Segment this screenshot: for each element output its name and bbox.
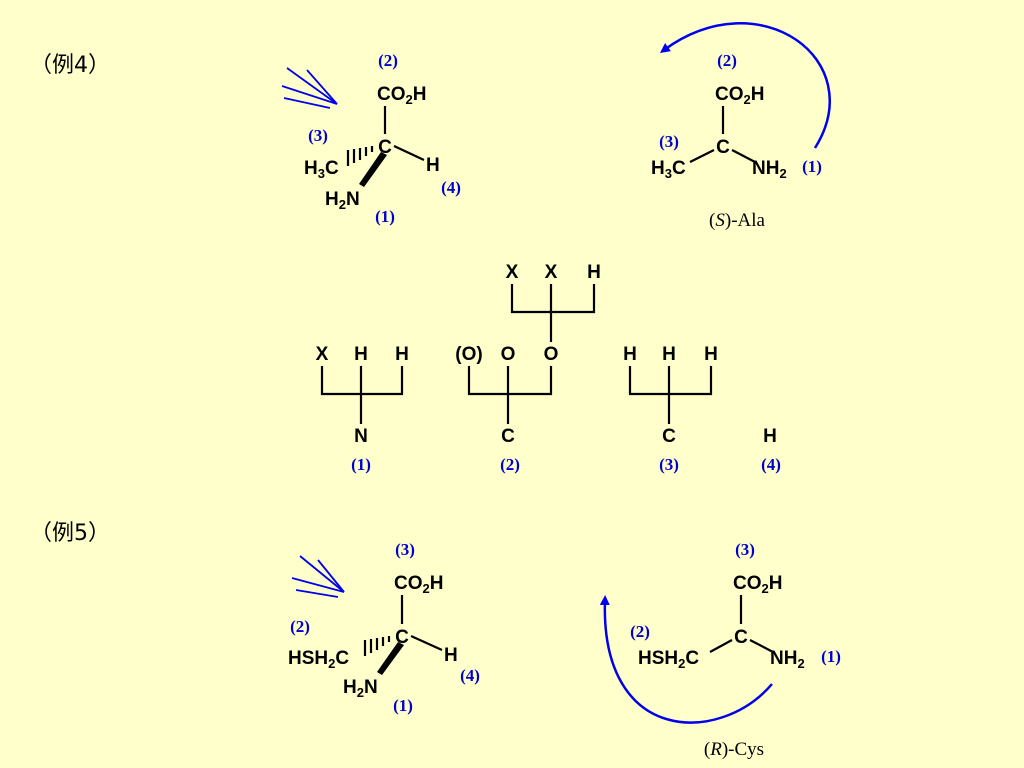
tree-ch3-leaf: H [623, 344, 637, 365]
tree-ch3-prio: (3) [659, 455, 679, 474]
rotation-arrow-clockwise [599, 595, 773, 724]
tree-ch3-root: C [662, 426, 676, 447]
ex4-l-left-prio: (3) [308, 126, 328, 145]
tree-n-prio: (1) [351, 455, 371, 474]
tree-ch3-leaf: H [704, 344, 718, 365]
ex4-l-right-group: H [426, 155, 440, 176]
ex4-projection-structure: (2) CO2H C (3) H3C NH2 (1) (S)-Ala [651, 22, 831, 231]
tree-n-root: N [354, 426, 368, 447]
ex4-l-top-group: CO2H [377, 84, 426, 107]
ex5-l-top-group: CO2H [394, 573, 443, 596]
tree-n-leaf: H [354, 344, 368, 365]
tree-h-prio: (4) [761, 455, 781, 474]
rotation-arrow-counterclockwise [659, 22, 831, 149]
wedge-bond [377, 642, 404, 675]
example4-label: （例4） [30, 53, 110, 78]
wedge-bond [359, 152, 387, 187]
tree-c-subleaf: X [506, 262, 519, 283]
tree-n-leaf: H [395, 344, 409, 365]
ex5-l-left-group: HSH2C [288, 648, 349, 671]
ex4-r-center: C [716, 137, 730, 158]
ex4-l-bottom-prio: (1) [375, 207, 395, 226]
tree-n-branch: X H H N (1) [316, 344, 409, 474]
tree-c-branch: X X H (O) O O C (2) [455, 262, 601, 474]
ex5-r-top-prio: (3) [735, 540, 755, 559]
ex5-l-left-prio: (2) [290, 617, 310, 636]
ex5-l-right-group: H [444, 645, 458, 666]
ex4-r-right-prio: (1) [802, 157, 822, 176]
hashed-bond [346, 146, 374, 166]
tree-ch3-leaf: H [662, 344, 676, 365]
ex4-priority-tree: X H H N (1) X X H (O) O O C (2) H H H C [316, 262, 781, 474]
tree-c-subleaf: H [587, 262, 601, 283]
viewer-eye-icon [291, 555, 345, 598]
hashed-bond [363, 636, 391, 656]
tree-h-branch: H (4) [761, 426, 781, 474]
ex4-r-top-prio: (2) [717, 51, 737, 70]
ex5-r-right-group: NH2 [770, 648, 805, 671]
ex5-r-center: C [734, 627, 748, 648]
ex4-r-right-group: NH2 [752, 158, 787, 181]
ex5-projection-structure: (3) CO2H C (2) HSH2C NH2 (1) (R)-Cys [599, 540, 841, 760]
tree-c-leaf: (O) [455, 344, 482, 365]
ex4-r-left-prio: (3) [659, 132, 679, 151]
tree-c-prio: (2) [500, 455, 520, 474]
example5-label: （例5） [30, 521, 110, 546]
ex5-wedge-structure: (3) CO2H C (2) HSH2C H (4) H2N (1) [288, 540, 480, 715]
ex5-r-right-prio: (1) [821, 647, 841, 666]
ex4-l-top-prio: (2) [378, 51, 398, 70]
ex4-l-bottom-group: H2N [325, 189, 360, 212]
ex4-l-left-group: H3C [304, 158, 339, 181]
tree-h-root: H [763, 426, 777, 447]
tree-c-leaf: O [501, 344, 516, 365]
ex4-r-top-group: CO2H [715, 84, 764, 107]
ex4-compound-name: (S)-Ala [709, 210, 765, 231]
ex4-l-right-prio: (4) [441, 178, 461, 197]
ex5-l-bottom-prio: (1) [393, 696, 413, 715]
tree-n-leaf: X [316, 344, 329, 365]
viewer-eye-icon [281, 67, 338, 109]
ex5-l-bottom-group: H2N [343, 677, 378, 700]
ex4-wedge-structure: (2) CO2H C (3) H3C H (4) H2N (1) [281, 51, 461, 226]
ex5-r-top-group: CO2H [733, 573, 782, 596]
tree-ch3-branch: H H H C (3) [623, 344, 718, 474]
ex4-r-left-group: H3C [651, 158, 686, 181]
ex5-compound-name: (R)-Cys [704, 739, 764, 760]
ex5-r-left-group: HSH2C [638, 648, 699, 671]
tree-c-leaf: O [544, 344, 559, 365]
ex5-l-right-prio: (4) [460, 666, 480, 685]
tree-c-subleaf: X [545, 262, 558, 283]
ex5-r-left-prio: (2) [630, 622, 650, 641]
ex5-l-top-prio: (3) [395, 540, 415, 559]
tree-c-root: C [501, 426, 515, 447]
